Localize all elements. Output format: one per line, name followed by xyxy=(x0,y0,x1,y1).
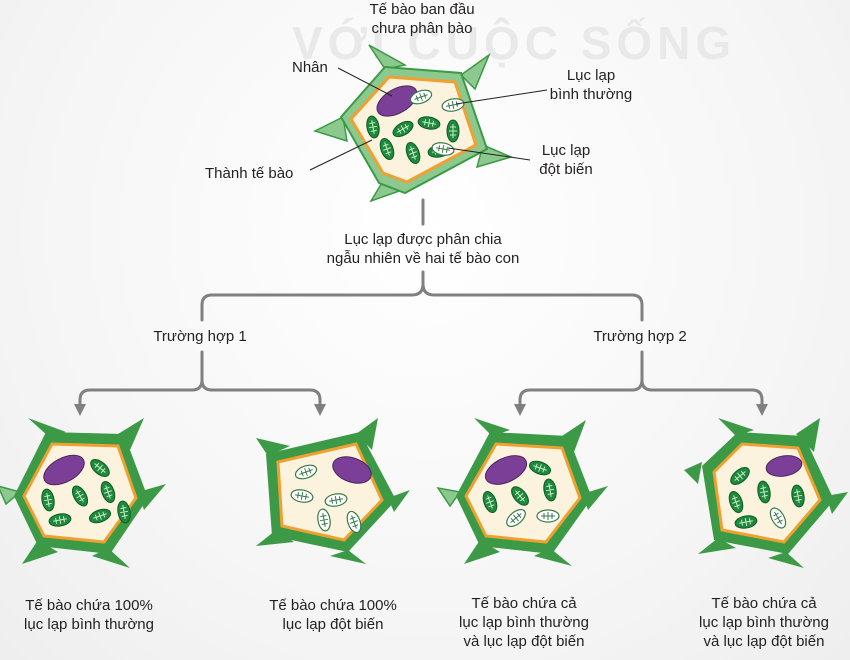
daughter-caption-4: Tế bào chứa cả lục lạp bình thường và lụ… xyxy=(676,594,850,651)
division-caption-line2: ngẫu nhiên về hai tế bào con xyxy=(326,250,520,267)
daughter-caption-3-line2: lục lạp bình thường xyxy=(459,614,589,631)
nucleus-label: Nhân xyxy=(292,59,328,76)
daughter-caption-1-line1: Tế bào chứa 100% xyxy=(25,597,153,614)
daughter-caption-2-line1: Tế bào chứa 100% xyxy=(269,597,397,614)
daughter-caption-2: Tế bào chứa 100% lục lạp đột biến xyxy=(248,596,418,634)
mutant-chloroplast-label-line1: Lục lạp xyxy=(541,142,591,159)
watermark: VỚI CUỘC SỐNG xyxy=(292,17,737,69)
daughter-cell-2 xyxy=(256,418,410,564)
parent-cell-caption-line1: Tế bào ban đầu xyxy=(369,1,475,18)
daughter-caption-4-line3: và lục lạp đột biến xyxy=(703,633,825,650)
division-caption-line1: Lục lạp được phân chia xyxy=(344,231,502,248)
mutant-chloroplast-label-line2: đột biến xyxy=(539,161,593,178)
case-1-label: Trường hợp 1 xyxy=(153,328,247,345)
mutant-chloroplast-label: Lục lạp đột biến xyxy=(516,141,616,179)
normal-chloroplast-label: Lục lạp bình thường xyxy=(536,66,646,104)
daughter-caption-3: Tế bào chứa cả lục lạp bình thường và lụ… xyxy=(436,594,612,651)
parent-cell-caption-line2: chưa phân bào xyxy=(371,20,473,37)
daughter-cell-4 xyxy=(684,418,848,568)
normal-chloroplast-label-line1: Lục lạp xyxy=(566,67,616,84)
daughter-caption-3-line1: Tế bào chứa cả xyxy=(471,595,577,612)
daughter-caption-1-line2: lục lạp bình thường xyxy=(24,616,154,633)
daughter-caption-3-line3: và lục lạp đột biến xyxy=(463,633,585,650)
daughter-cell-1 xyxy=(0,418,166,568)
cell-wall-label: Thành tế bào xyxy=(205,165,294,182)
case-2-label: Trường hợp 2 xyxy=(593,328,687,345)
branch-connectors xyxy=(74,198,768,416)
daughter-caption-4-line1: Tế bào chứa cả xyxy=(711,595,817,612)
daughter-caption-1: Tế bào chứa 100% lục lạp bình thường xyxy=(4,596,174,634)
daughter-cell-3 xyxy=(436,418,608,566)
daughter-caption-4-line2: lục lạp bình thường xyxy=(699,614,829,631)
division-caption: Lục lạp được phân chia ngẫu nhiên về hai… xyxy=(290,230,556,268)
daughter-caption-2-line2: lục lạp đột biến xyxy=(282,616,384,633)
parent-cell xyxy=(313,44,514,203)
parent-cell-caption: Tế bào ban đầu chưa phân bào xyxy=(342,0,502,38)
normal-chloroplast-label-line2: bình thường xyxy=(549,86,633,103)
